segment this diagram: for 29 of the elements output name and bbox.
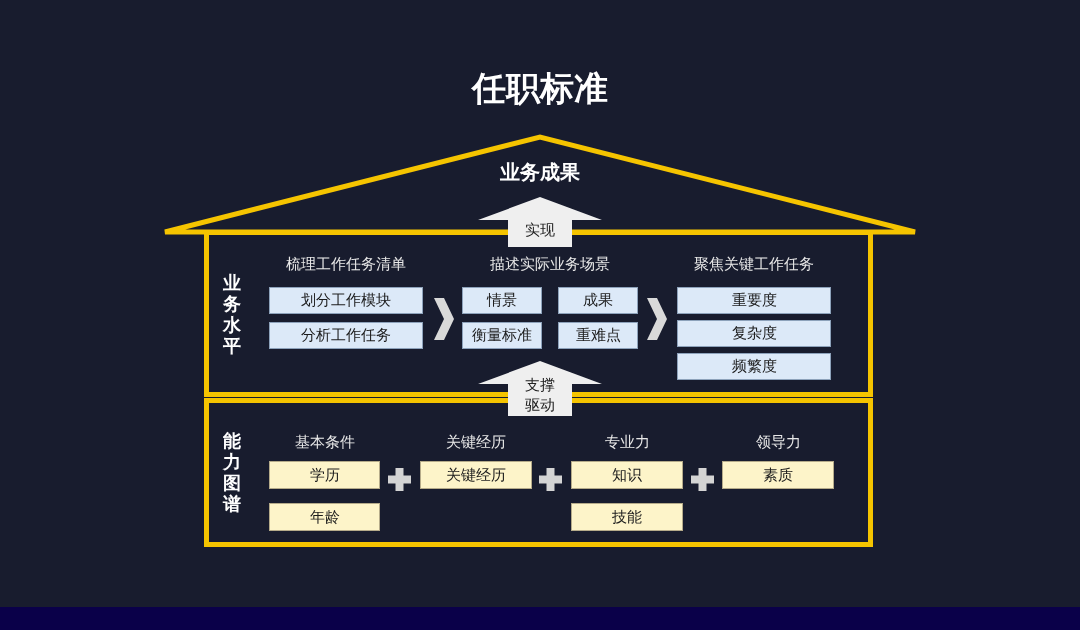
roof-label: 业务成果 [499,159,581,186]
chevron-arrow [434,298,454,340]
quality-box: 年龄 [269,503,380,531]
task-box: 重难点 [558,322,638,349]
task-box: 复杂度 [677,320,831,347]
column-heading: 聚焦关键工作任务 [693,254,815,275]
quality-box: 学历 [269,461,380,489]
quality-box: 素质 [722,461,834,489]
section-label: 能力图谱 [222,430,242,514]
column-heading: 梳理工作任务清单 [285,254,407,275]
chevron-arrow [647,298,667,340]
task-box: 划分工作模块 [269,287,423,314]
section-label: 业务水平 [222,272,242,356]
task-box: 重要度 [677,287,831,314]
quality-box: 技能 [571,503,683,531]
title: 任职标准 [470,67,609,110]
task-box: 情景 [462,287,542,314]
column-heading: 领导力 [754,432,802,453]
task-box: 分析工作任务 [269,322,423,349]
column-heading: 关键经历 [445,432,507,453]
column-heading: 描述实际业务场景 [489,254,611,275]
column-heading: 专业力 [603,432,651,453]
task-box: 衡量标准 [462,322,542,349]
quality-box: 关键经历 [420,461,532,489]
task-box: 成果 [558,287,638,314]
task-box: 频繁度 [677,353,831,380]
column-heading: 基本条件 [294,432,356,453]
section-box [204,398,873,547]
quality-box: 知识 [571,461,683,489]
